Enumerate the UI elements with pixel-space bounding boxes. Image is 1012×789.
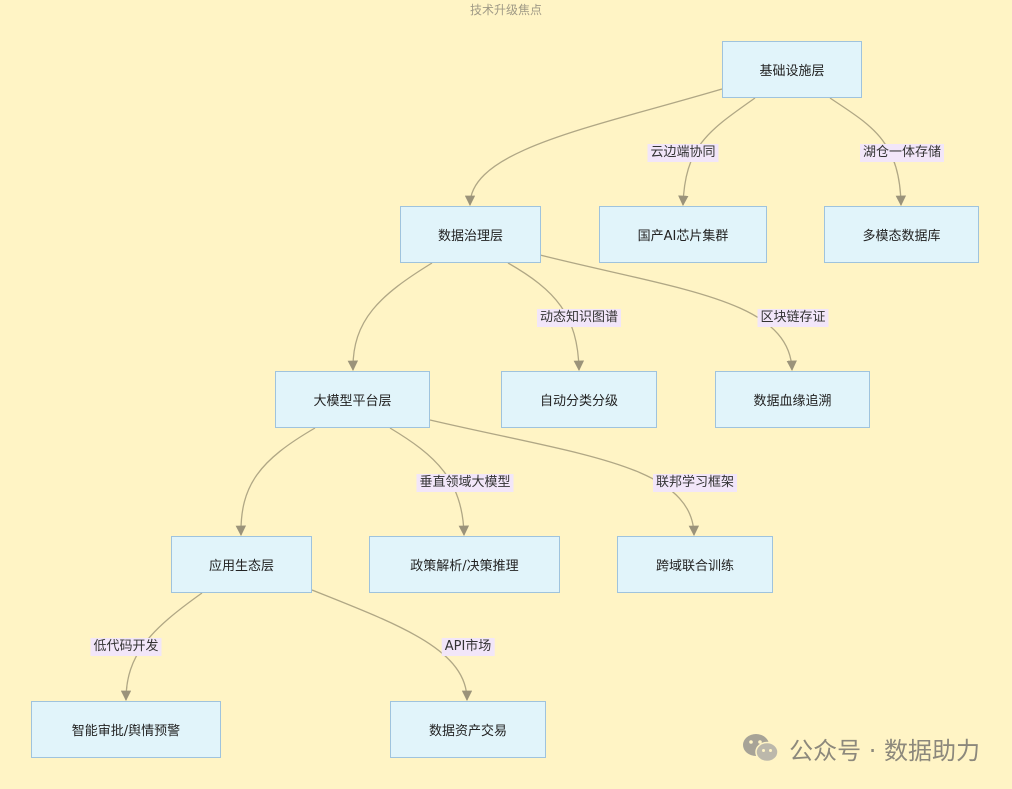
edge-llm-federated	[429, 419, 700, 537]
node-autoclass[interactable]: 自动分类分级	[501, 371, 657, 428]
edge-label-vertical: 垂直领域大模型	[416, 474, 514, 492]
edge-infra-multidb	[829, 97, 907, 207]
node-infra[interactable]: 基础设施层	[722, 41, 862, 98]
edge-gov-autoclass	[507, 262, 585, 372]
edge-infra-gov	[464, 88, 723, 207]
edge-llm-app	[235, 427, 316, 537]
edge-label-lakehouse: 湖仓一体存储	[859, 144, 945, 162]
node-lineage[interactable]: 数据血缘追溯	[715, 371, 870, 428]
edge-gov-llm	[347, 262, 433, 372]
edge-gov-lineage	[539, 254, 797, 372]
diagram-title: 技术升级焦点	[469, 3, 542, 17]
watermark-text: 公众号 · 数据助力	[789, 736, 980, 765]
edge-app-trade	[311, 589, 473, 702]
node-approval[interactable]: 智能审批/舆情预警	[31, 701, 221, 758]
node-trade[interactable]: 数据资产交易	[390, 701, 546, 758]
node-multidb[interactable]: 多模态数据库	[824, 206, 979, 263]
edge-label-api: API市场	[441, 638, 495, 656]
node-policy[interactable]: 政策解析/决策推理	[369, 536, 560, 593]
node-gov[interactable]: 数据治理层	[400, 206, 541, 263]
edge-label-kg: 动态知识图谱	[536, 309, 622, 327]
wechat-icon	[743, 734, 779, 763]
edge-llm-policy	[389, 427, 470, 537]
edge-label-fl: 联邦学习框架	[652, 474, 738, 492]
node-llm[interactable]: 大模型平台层	[275, 371, 430, 428]
edge-infra-chip	[678, 97, 756, 207]
edge-label-blockchain: 区块链存证	[757, 309, 829, 327]
edge-label-cloud-edge: 云边端协同	[647, 144, 719, 162]
node-app[interactable]: 应用生态层	[171, 536, 312, 593]
edge-label-lowcode: 低代码开发	[90, 638, 162, 656]
node-federated[interactable]: 跨域联合训练	[617, 536, 773, 593]
watermark: 公众号 · 数据助力	[741, 731, 980, 765]
node-chip[interactable]: 国产AI芯片集群	[599, 206, 767, 263]
